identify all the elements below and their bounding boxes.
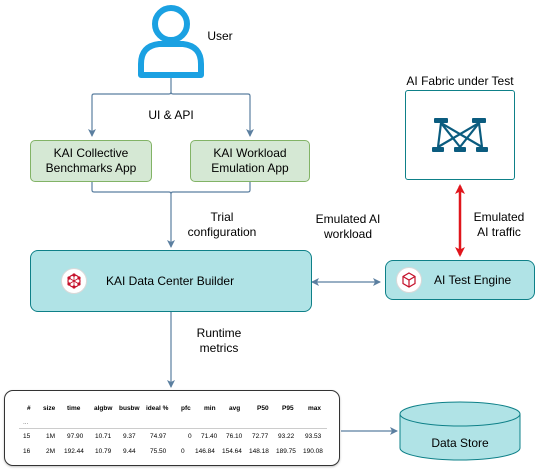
row-15-p95: 93.22 xyxy=(278,433,295,440)
row-16-index: 16 xyxy=(23,448,31,455)
row-15-busbw: 9.37 xyxy=(123,433,136,440)
table-header-avg: avg xyxy=(229,405,241,412)
row-16-p50: 148.18 xyxy=(249,448,269,455)
row-15-algbw: 10.71 xyxy=(95,433,112,440)
edge-collective-to-builder xyxy=(91,182,175,248)
row-16-p95: 189.75 xyxy=(276,448,296,455)
table-header-busbw: busbw xyxy=(119,405,140,412)
edge-user-to-collective-app xyxy=(88,78,172,137)
table-header-algbw: algbw xyxy=(94,405,113,412)
user-icon xyxy=(138,5,204,78)
row-15-min: 71.40 xyxy=(201,433,218,440)
collective-benchmarks-app[interactable]: KAI Collective Benchmarks App xyxy=(30,140,152,182)
workload-emulation-app[interactable]: KAI Workload Emulation App xyxy=(190,140,310,182)
builder-label: KAI Data Center Builder xyxy=(106,274,235,288)
data-center-builder[interactable]: KAI Data Center Builder xyxy=(30,250,312,312)
table-header-max: max xyxy=(308,405,322,412)
row-16-time: 192.44 xyxy=(64,448,84,455)
engine-cube-icon xyxy=(396,267,422,293)
table-header-time: time xyxy=(67,405,81,412)
table-header-size: size xyxy=(43,405,56,412)
row-16-min: 146.84 xyxy=(195,448,215,455)
row-16-ideal: 75.50 xyxy=(150,448,167,455)
row-15-max: 93.53 xyxy=(305,433,322,440)
table-header-ideal: ideal % xyxy=(146,405,169,412)
row-15-pfc: 0 xyxy=(188,433,192,440)
row-15-time: 97.90 xyxy=(67,433,84,440)
row-16-pfc: 0 xyxy=(181,448,185,455)
row-16-max: 190.08 xyxy=(303,448,323,455)
row-16-busbw: 9.44 xyxy=(123,448,136,455)
data-store-cylinder[interactable] xyxy=(398,400,522,462)
row-16-algbw: 10.79 xyxy=(95,448,112,455)
ai-test-engine[interactable]: AI Test Engine xyxy=(385,260,535,300)
ai-fabric-box[interactable] xyxy=(405,90,515,180)
emulated-traffic-label: Emulated AI traffic xyxy=(473,210,525,239)
table-ellipsis: ... xyxy=(23,419,29,426)
runtime-metrics-label: Runtime metrics xyxy=(196,326,242,355)
emulated-workload-label: Emulated AI workload xyxy=(315,212,381,241)
user-label: User xyxy=(207,29,233,43)
row-15-size: 1M xyxy=(46,433,56,440)
network-fabric-icon xyxy=(432,118,488,152)
cube-icon xyxy=(402,272,416,288)
row-16-size: 2M xyxy=(46,448,56,455)
row-16-avg: 154.64 xyxy=(222,448,242,455)
fabric-title: AI Fabric under Test xyxy=(406,74,514,88)
edge-user-to-workload-app xyxy=(170,91,254,137)
engine-label: AI Test Engine xyxy=(434,273,512,287)
table-header-index: # xyxy=(27,405,31,412)
row-15-ideal: 74.97 xyxy=(150,433,167,440)
fabric-icon-tile xyxy=(424,105,496,165)
ui-api-label: UI & API xyxy=(148,108,194,122)
data-store-label: Data Store xyxy=(431,436,489,450)
table-header-p95: P95 xyxy=(282,405,294,412)
table-header-p50: P50 xyxy=(257,405,269,412)
row-15-avg: 76.10 xyxy=(226,433,243,440)
network-icon xyxy=(67,273,81,289)
table-header-min: min xyxy=(204,405,216,412)
trial-configuration-label: Trial configuration xyxy=(187,210,257,239)
table-header-pfc: pfc xyxy=(181,405,191,412)
metrics-table-panel: # size time algbw busbw ideal % pfc min … xyxy=(4,390,340,466)
table-divider xyxy=(19,428,327,429)
builder-network-icon xyxy=(61,268,87,294)
row-15-p50: 72.77 xyxy=(252,433,269,440)
edge-workload-to-builder xyxy=(170,182,251,195)
row-15-index: 15 xyxy=(23,433,31,440)
